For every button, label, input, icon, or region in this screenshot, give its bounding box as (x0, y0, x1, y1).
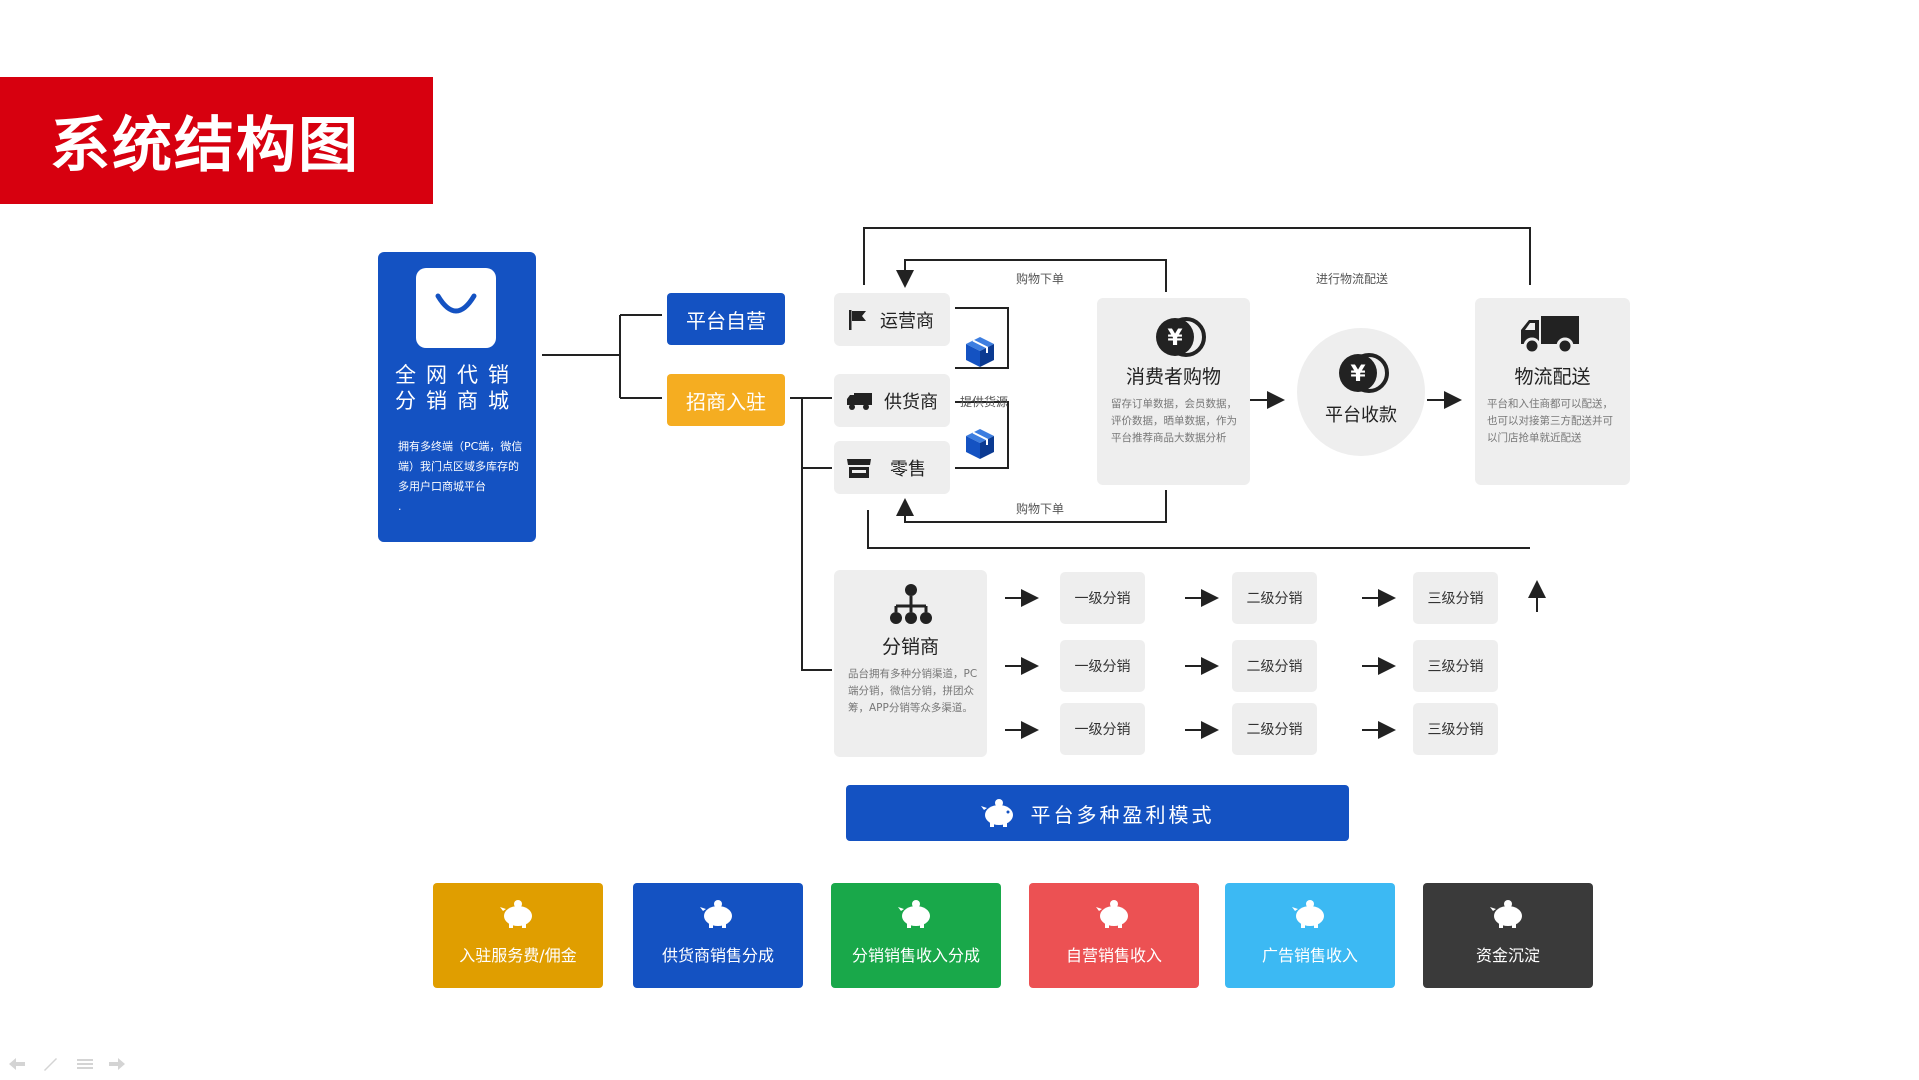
svg-text:¥: ¥ (1167, 326, 1183, 351)
pen-icon[interactable] (42, 1057, 58, 1075)
mall-name-line1: 全网代销 (395, 363, 519, 387)
piggy-bank-icon (898, 899, 934, 933)
role-supplier: 供货商 (834, 374, 950, 427)
payment-node: ¥ 平台收款 (1297, 328, 1425, 456)
revenue-label: 自营销售收入 (1065, 946, 1162, 965)
piggy-bank-icon (1096, 899, 1132, 933)
level-box: 二级分销 (1232, 640, 1317, 692)
cube-icon (963, 427, 997, 465)
revenue-label: 广告销售收入 (1261, 946, 1358, 965)
label-logistics: 进行物流配送 (1316, 272, 1389, 286)
consumer-card: ¥ 消费者购物 留存订单数据，会员数据，评价数据，晒单数据，作为平台推荐商品大数… (1097, 298, 1250, 485)
revenue-label: 入驻服务费/佣金 (459, 946, 577, 965)
truck-icon (846, 390, 874, 412)
yen-coin-icon: ¥ (1337, 352, 1389, 398)
shopping-bag-icon (416, 268, 496, 348)
yen-coin-icon: ¥ (1154, 316, 1206, 362)
delivery-card: 物流配送 平台和入住商都可以配送，也可以对接第三方配送并可以门店抢单就近配送 (1475, 298, 1630, 485)
consumer-desc: 留存订单数据，会员数据，评价数据，晒单数据，作为平台推荐商品大数据分析 (1111, 398, 1237, 444)
distributor-title: 分销商 (881, 636, 939, 658)
role-operator-label: 运营商 (880, 310, 934, 332)
piggy-bank-icon (1490, 899, 1526, 933)
revenue-label: 资金沉淀 (1475, 946, 1540, 965)
flag-icon (846, 308, 870, 332)
level-box: 三级分销 (1413, 703, 1498, 755)
prev-slide-icon[interactable] (8, 1057, 26, 1075)
network-icon (888, 582, 934, 630)
store-icon (846, 457, 872, 479)
piggy-bank-icon (500, 899, 536, 933)
profit-model-banner: 平台多种盈利模式 (846, 785, 1349, 841)
mall-description-dot: . (398, 500, 402, 513)
role-supplier-label: 供货商 (884, 391, 938, 413)
piggy-bank-icon (700, 899, 736, 933)
delivery-truck-icon (1519, 312, 1583, 360)
distributor-card: 分销商 品台拥有多种分销渠道，PC端分销，微信分销，拼团众筹，APP分销等众多渠… (834, 570, 987, 757)
cube-icon (963, 335, 997, 373)
profit-model-label: 平台多种盈利模式 (1030, 802, 1215, 827)
role-retail: 零售 (834, 441, 950, 494)
delivery-desc: 平台和入住商都可以配送，也可以对接第三方配送并可以门店抢单就近配送 (1487, 398, 1613, 444)
level-box: 二级分销 (1232, 572, 1317, 624)
distributor-desc: 品台拥有多种分销渠道，PC端分销，微信分销，拼团众筹，APP分销等众多渠道。 (848, 668, 978, 714)
label-order-bottom: 购物下单 (1016, 502, 1065, 516)
mode-self-operated: 平台自营 (667, 293, 785, 345)
menu-icon[interactable] (76, 1057, 94, 1075)
revenue-card-entry-fee: 入驻服务费/佣金 (433, 883, 603, 988)
revenue-card-advertising: 广告销售收入 (1225, 883, 1395, 988)
next-slide-icon[interactable] (108, 1057, 126, 1075)
mall-description: 拥有多终端（PC端，微信端）我门点区域多库存的多用户口商城平台 . (398, 437, 524, 517)
level-box: 二级分销 (1232, 703, 1317, 755)
mall-name-line2: 分销商城 (395, 389, 519, 413)
delivery-title: 物流配送 (1514, 366, 1591, 388)
mall-card: 全网代销 分销商城 拥有多终端（PC端，微信端）我门点区域多库存的多用户口商城平… (378, 252, 536, 542)
svg-text:¥: ¥ (1350, 362, 1366, 387)
page-title: 系统结构图 (0, 77, 433, 204)
revenue-card-fund-deposit: 资金沉淀 (1423, 883, 1593, 988)
level-box: 一级分销 (1060, 703, 1145, 755)
label-order-top: 购物下单 (1016, 272, 1065, 286)
piggy-bank-icon (980, 798, 1017, 828)
consumer-title: 消费者购物 (1125, 366, 1221, 388)
mode-merchant-settled: 招商入驻 (667, 374, 785, 426)
revenue-card-supplier-share: 供货商销售分成 (633, 883, 803, 988)
payment-title: 平台收款 (1325, 405, 1397, 426)
label-supply: 提供货源 (960, 395, 1009, 409)
role-retail-label: 零售 (890, 458, 926, 480)
level-box: 一级分销 (1060, 640, 1145, 692)
level-box: 一级分销 (1060, 572, 1145, 624)
mall-description-text: 拥有多终端（PC端，微信端）我门点区域多库存的多用户口商城平台 (398, 440, 523, 493)
role-operator: 运营商 (834, 293, 950, 346)
level-box: 三级分销 (1413, 640, 1498, 692)
revenue-card-distribution-share: 分销销售收入分成 (831, 883, 1001, 988)
level-box: 三级分销 (1413, 572, 1498, 624)
piggy-bank-icon (1292, 899, 1328, 933)
revenue-label: 供货商销售分成 (661, 946, 774, 965)
revenue-label: 分销销售收入分成 (851, 946, 980, 965)
revenue-card-self-sales: 自营销售收入 (1029, 883, 1199, 988)
